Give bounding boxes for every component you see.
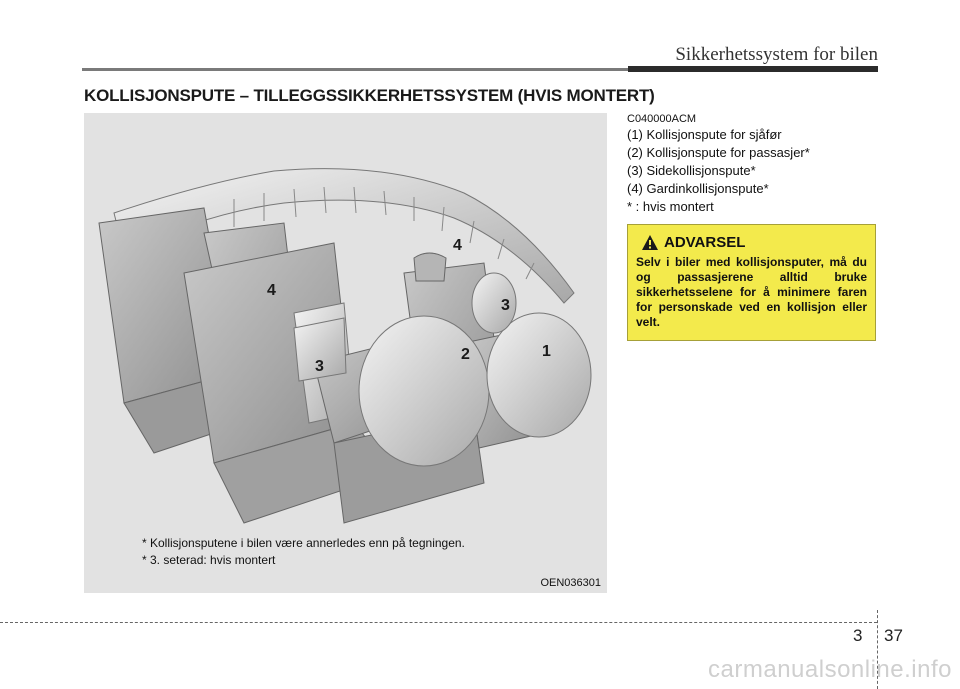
list-item: (1) Kollisjonspute for sjåfør <box>627 127 782 142</box>
footer-rule <box>0 622 877 623</box>
page-number: 37 <box>884 626 903 645</box>
footer-divider <box>877 610 878 689</box>
figure-note: * 3. seterad: hvis montert <box>142 553 276 567</box>
header-rule <box>82 68 878 71</box>
airbag-drawing: 4 4 3 3 2 1 <box>98 168 592 524</box>
airbag-illustration: 4 4 3 3 2 1 * Kollisjonsputene i bilen v… <box>84 113 607 593</box>
airbag-legend-list: (1) Kollisjonspute for sjåfør (2) Kollis… <box>627 126 810 216</box>
list-item: (4) Gardinkollisjonspute* <box>627 181 769 196</box>
figure-code: OEN036301 <box>540 577 601 589</box>
list-item: * : hvis montert <box>627 199 714 214</box>
chapter-number: 3 <box>853 626 863 645</box>
header-title: Sikkerhetssystem for bilen <box>675 44 878 65</box>
callout-label: 3 <box>501 297 510 314</box>
list-item: (2) Kollisjonspute for passasjer* <box>627 145 810 160</box>
front-airbags <box>293 272 592 467</box>
warning-header: ADVARSEL <box>642 234 867 251</box>
warning-text: Selv i biler med kollisjonsputer, må du … <box>636 255 867 329</box>
reference-code: C040000ACM <box>627 113 697 125</box>
warning-box: ADVARSEL Selv i biler med kollisjonspute… <box>627 224 876 341</box>
callout-label: 4 <box>453 237 462 254</box>
callout-label: 2 <box>461 346 470 363</box>
list-item: (3) Sidekollisjonspute* <box>627 163 756 178</box>
watermark: carmanualsonline.info <box>708 656 952 683</box>
header-rule-accent <box>628 66 878 72</box>
callout-label: 1 <box>542 343 551 360</box>
figure-note: * Kollisjonsputene i bilen være annerled… <box>142 536 465 550</box>
callout-label: 4 <box>267 282 276 299</box>
section-title: KOLLISJONSPUTE – TILLEGGSSIKKERHETSSYSTE… <box>84 86 655 105</box>
callout-label: 3 <box>315 358 324 375</box>
warning-triangle-icon <box>642 235 658 250</box>
warning-title: ADVARSEL <box>664 234 746 251</box>
